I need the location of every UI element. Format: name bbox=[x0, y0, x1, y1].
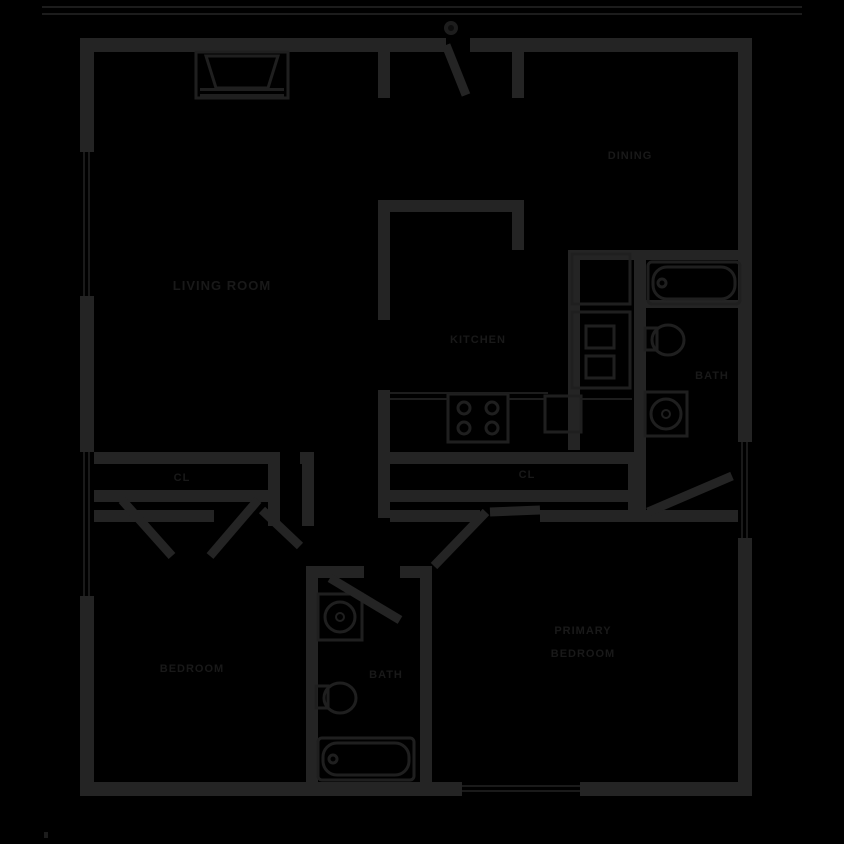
label-bath-primary: BATH bbox=[369, 669, 403, 681]
toilet bbox=[314, 681, 358, 715]
kitchen-sink bbox=[543, 394, 583, 434]
window-left-lower bbox=[80, 448, 94, 600]
bathtub bbox=[646, 260, 742, 306]
door-primary[interactable] bbox=[646, 471, 734, 517]
kitchen-counter bbox=[390, 392, 632, 400]
label-bedroom-2: BEDROOM bbox=[160, 663, 224, 675]
label-primary-bedroom-line2: BEDROOM bbox=[551, 648, 615, 660]
exterior-walls bbox=[80, 38, 752, 796]
label-closet-bedroom2: CL bbox=[174, 472, 191, 484]
interior-walls bbox=[94, 52, 738, 796]
label-living-room: LIVING ROOM bbox=[173, 278, 271, 293]
label-closet-kitchen: CL bbox=[519, 469, 536, 481]
label-kitchen: KITCHEN bbox=[450, 334, 506, 346]
window-left-upper bbox=[80, 148, 94, 300]
label-bath-main: BATH bbox=[695, 370, 729, 382]
label-primary-bedroom-line1: PRIMARY bbox=[554, 625, 611, 637]
bath-sink bbox=[643, 390, 689, 438]
door-bedroom2[interactable] bbox=[206, 497, 304, 559]
toilet bbox=[643, 323, 686, 357]
top-divider bbox=[42, 6, 802, 15]
window-bottom bbox=[458, 782, 584, 796]
door-closet-b2[interactable] bbox=[118, 497, 176, 559]
range-oven bbox=[570, 310, 632, 390]
window-right bbox=[738, 438, 752, 542]
label-dining: DINING bbox=[608, 150, 653, 162]
bathtub bbox=[316, 736, 416, 782]
door-bath-primary[interactable] bbox=[327, 574, 403, 624]
bath-sink bbox=[316, 592, 364, 642]
cooktop-four-burner bbox=[446, 392, 510, 444]
refrigerator bbox=[570, 252, 632, 306]
fireplace-bay bbox=[194, 50, 290, 100]
bottom-tick bbox=[44, 832, 48, 838]
entry-door[interactable] bbox=[441, 21, 471, 97]
door-hall[interactable] bbox=[430, 505, 541, 570]
